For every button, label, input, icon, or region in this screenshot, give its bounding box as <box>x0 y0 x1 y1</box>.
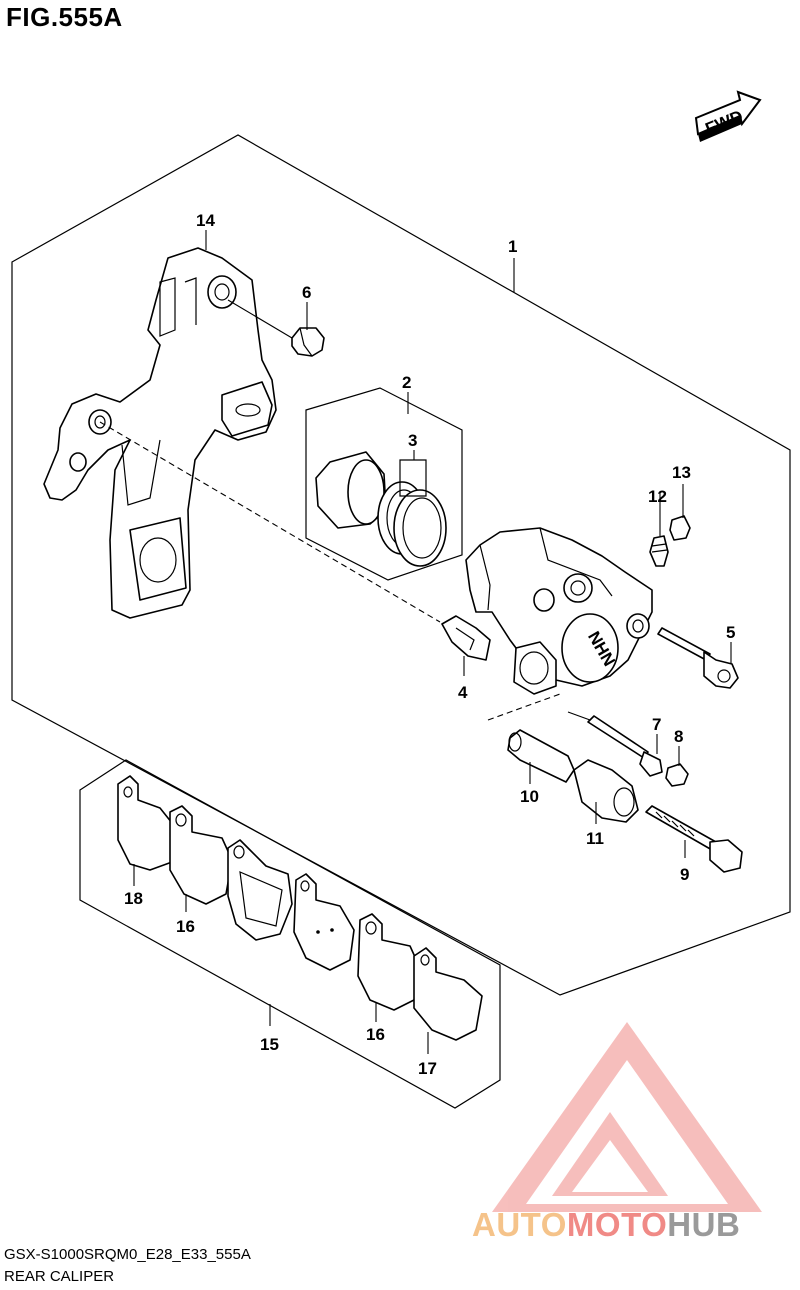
callout-15: 15 <box>260 1035 279 1054</box>
callout-10: 10 <box>520 787 539 806</box>
caliper-body: NHN <box>465 527 653 695</box>
watermark-part-moto: MOTO <box>566 1206 668 1243</box>
callout-14: 14 <box>196 211 215 230</box>
footer-code: GSX-S1000SRQM0_E28_E33_555A <box>4 1246 251 1263</box>
callout-6: 6 <box>302 283 311 302</box>
figure-title: FIG.555A <box>6 2 123 32</box>
callout-11: 11 <box>586 829 604 848</box>
callout-17: 17 <box>418 1059 437 1078</box>
assembly-outline-1 <box>11 134 791 996</box>
callout-16b: 16 <box>366 1025 385 1044</box>
footer-name: REAR CALIPER <box>4 1268 115 1285</box>
guide-lines <box>99 299 591 721</box>
shim-part-17 <box>413 947 483 1041</box>
fwd-label: FWD <box>703 106 746 138</box>
watermark-part-auto: AUTO <box>472 1206 567 1243</box>
callout-18: 18 <box>124 889 143 908</box>
callout-16a: 16 <box>176 917 195 936</box>
watermark-logo <box>492 1022 762 1212</box>
callout-5: 5 <box>726 623 735 642</box>
callout-13: 13 <box>672 463 691 482</box>
callout-3: 3 <box>408 431 417 450</box>
callout-7: 7 <box>652 715 661 734</box>
pad-part-16b <box>357 913 421 1011</box>
plug-part-8 <box>665 763 689 787</box>
watermark-part-hub: HUB <box>667 1206 741 1243</box>
watermark-text: AUTOMOTOHUB <box>472 1206 740 1244</box>
bleeder-part-12 <box>649 535 669 567</box>
pad-part-center <box>227 839 293 941</box>
seal-part-3 <box>377 459 447 567</box>
pad-part-center-2 <box>293 873 355 971</box>
pad-set-outline-15 <box>79 759 501 1109</box>
boot-part-11 <box>573 759 639 823</box>
bracket-part-14 <box>43 247 277 619</box>
piston-part-2 <box>315 451 387 529</box>
bolt-part-9 <box>645 805 743 873</box>
callout-9: 9 <box>680 865 689 884</box>
pad-part-16a <box>169 805 233 905</box>
callout-2: 2 <box>402 373 411 392</box>
pin-part-5 <box>657 627 739 689</box>
callout-1: 1 <box>508 237 517 256</box>
fwd-arrow-icon: FWD <box>694 90 762 142</box>
piston-kit-outline-2 <box>305 387 463 581</box>
pad-spring-part-4 <box>441 615 491 661</box>
callout-12: 12 <box>648 487 667 506</box>
callout-8: 8 <box>674 727 683 746</box>
pin-part-7 <box>587 715 663 777</box>
callouts: 1 2 3 4 5 6 7 8 9 10 11 12 13 14 15 16 1… <box>124 211 735 1078</box>
cap-part-13 <box>669 515 691 541</box>
shim-part-18 <box>117 775 177 871</box>
leader-lines <box>133 230 732 1054</box>
boot-part-6 <box>291 327 325 357</box>
callout-4: 4 <box>458 683 468 702</box>
sleeve-part-10 <box>507 729 575 783</box>
